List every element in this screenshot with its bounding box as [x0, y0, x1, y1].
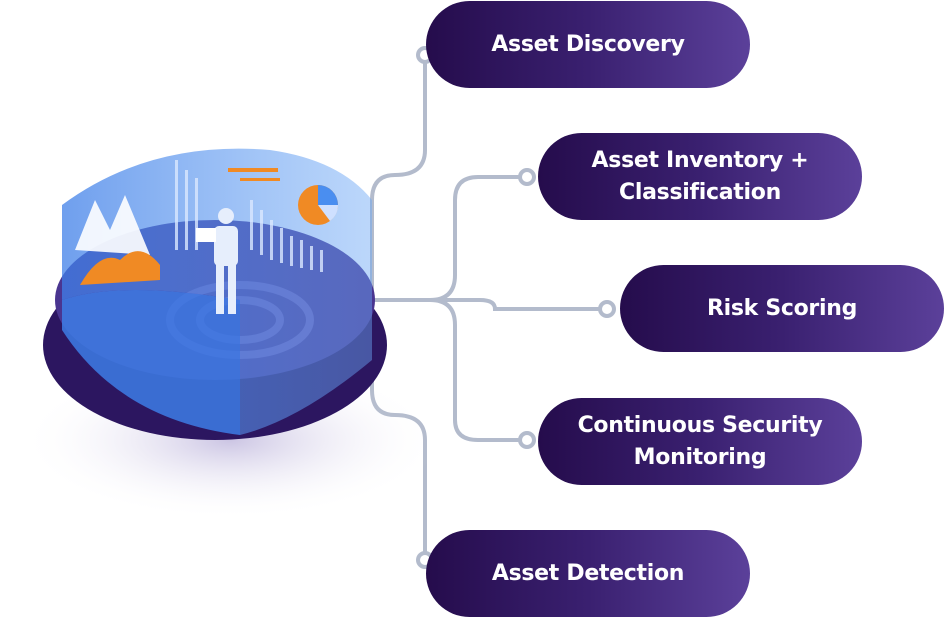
item-label: Asset Discovery	[491, 31, 685, 57]
item-label: Risk Scoring	[706, 295, 858, 321]
person-figure	[196, 208, 238, 314]
orange-area-chart	[80, 251, 160, 285]
item-label: Asset Detection	[491, 560, 685, 586]
connector-dot	[518, 168, 536, 186]
item-asset-inventory-classification: Asset Inventory + Classification	[538, 133, 862, 220]
item-asset-discovery: Asset Discovery	[426, 1, 750, 88]
pie-chart	[298, 185, 338, 225]
item-label: Continuous Security Monitoring	[577, 412, 823, 470]
item-asset-detection: Asset Detection	[426, 530, 750, 617]
connector-dot	[598, 300, 616, 318]
bar-chart	[175, 160, 323, 272]
item-risk-scoring: Risk Scoring	[620, 265, 944, 352]
connector-dot	[518, 431, 536, 449]
mountain-chart	[75, 195, 150, 255]
item-continuous-security-monitoring: Continuous Security Monitoring	[538, 398, 862, 485]
item-label: Asset Inventory + Classification	[591, 147, 809, 205]
